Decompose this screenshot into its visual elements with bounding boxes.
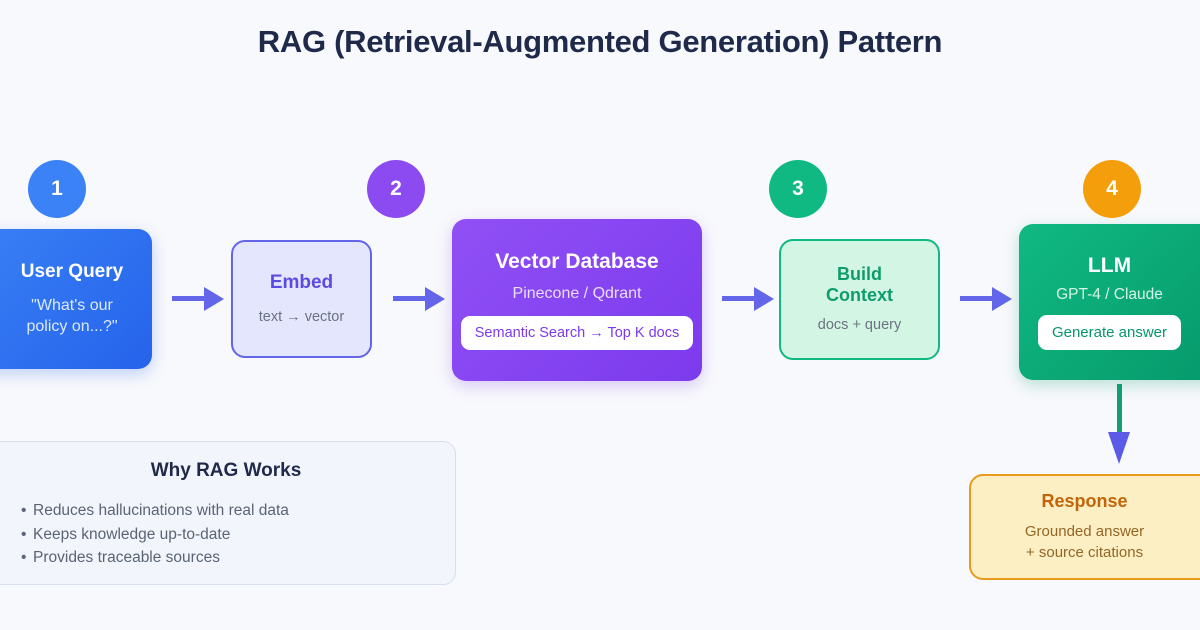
node-embed-title: Embed [269,271,334,293]
node-user-query-subtitle-line1: "What's our [31,296,113,314]
node-vector-database-title: Vector Database [495,250,659,274]
arrow-head [204,287,224,311]
step-badge-1-label: 1 [51,177,63,200]
node-build-context-subtitle: docs + query [817,317,902,334]
arrow-shaft [722,296,756,301]
arrow-embed-to-vectordb [393,287,445,311]
arrow-context-to-llm [960,287,1012,311]
arrow-query-to-embed [172,287,224,311]
page-title: RAG (Retrieval-Augmented Generation) Pat… [257,24,943,59]
step-badge-1: 1 [28,160,86,218]
arrow-head [754,287,774,311]
arrow-head [1108,432,1130,464]
node-vector-database[interactable]: Vector Database Pinecone / Qdrant Semant… [452,219,702,381]
arrow-head [992,287,1012,311]
node-build-context-title: Build Context [826,264,893,306]
why-rag-works-title: Why RAG Works [150,460,302,481]
node-user-query-subtitle-line2: policy on...?" [26,317,118,335]
node-response-subtitle: Grounded answer + source citations [1025,521,1144,564]
node-llm-pill[interactable]: Generate answer [1037,315,1182,351]
node-embed[interactable]: Embed text → vector [231,240,372,358]
node-build-context[interactable]: Build Context docs + query [779,239,940,360]
node-build-context-title-line2: Context [826,284,893,305]
node-response-subtitle-line2: + source citations [1025,543,1144,561]
list-item: Keeps knowledge up-to-date [21,523,435,547]
node-llm-title: LLM [1087,253,1132,277]
arrow-shaft [1117,384,1122,440]
arrow-shaft [393,296,427,301]
why-rag-works-panel: Why RAG Works Reduces hallucinations wit… [0,441,456,585]
node-llm[interactable]: LLM GPT-4 / Claude Generate answer [1019,224,1200,380]
node-llm-subtitle: GPT-4 / Claude [1056,286,1163,304]
arrow-vectordb-to-context [722,287,774,311]
step-badge-2-label: 2 [390,177,402,200]
node-embed-subtitle: text → vector [258,308,345,325]
node-vector-database-pill[interactable]: Semantic Search → Top K docs [460,315,694,350]
list-item: Reduces hallucinations with real data [21,499,435,523]
step-badge-2: 2 [367,160,425,218]
node-user-query-title: User Query [20,260,124,282]
step-badge-4-label: 4 [1106,177,1118,200]
node-vector-database-subtitle: Pinecone / Qdrant [512,284,642,302]
node-response[interactable]: Response Grounded answer + source citati… [969,474,1200,580]
node-response-subtitle-line1: Grounded answer [1024,522,1145,540]
list-item: Provides traceable sources [21,546,435,570]
why-rag-works-list: Reduces hallucinations with real data Ke… [21,499,435,570]
arrow-shaft [172,296,206,301]
arrow-llm-to-response [1108,384,1131,468]
node-response-title: Response [1041,490,1128,511]
step-badge-4: 4 [1083,160,1141,218]
node-user-query[interactable]: User Query "What's our policy on...?" [0,229,152,369]
step-badge-3-label: 3 [792,177,804,200]
node-build-context-title-line1: Build [837,263,882,284]
step-badge-3: 3 [769,160,827,218]
arrow-shaft [960,296,994,301]
node-user-query-subtitle: "What's our policy on...?" [0,296,144,338]
arrow-head [425,287,445,311]
